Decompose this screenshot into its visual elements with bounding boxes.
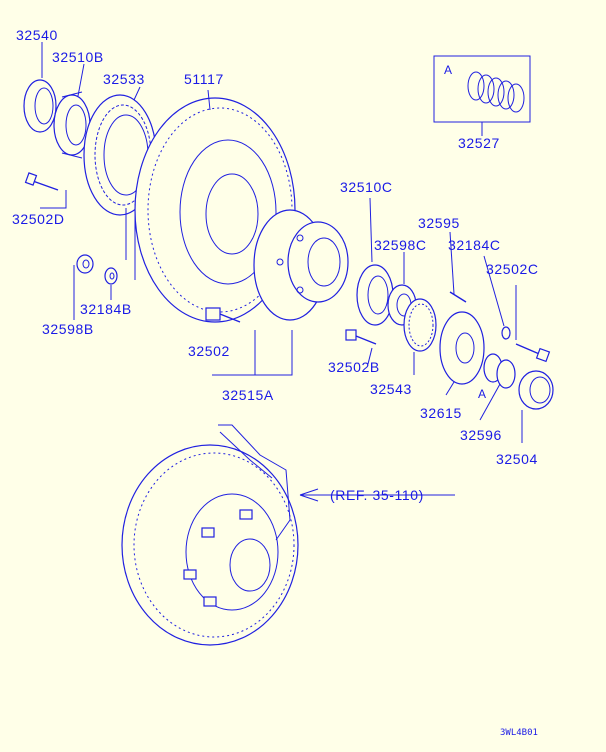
drawing-code: 3WL4B01 (500, 728, 538, 738)
label-kit-marker: A (444, 63, 453, 77)
bolt-32502c[interactable] (515, 343, 551, 363)
snap-ring-32596[interactable] (483, 353, 516, 389)
reference-label: (REF. 35-110) (330, 487, 424, 503)
label-32515a: 32515A (222, 387, 274, 403)
label-32502b: 32502B (328, 359, 380, 375)
label-32510c: 32510C (340, 179, 393, 195)
washer-32184b[interactable] (104, 267, 118, 285)
hub-bolt-32502[interactable] (205, 307, 241, 323)
label-32184b: 32184B (80, 301, 132, 317)
label-32533: 32533 (103, 71, 145, 87)
label-kit-marker-2: A (478, 387, 487, 401)
label-32527: 32527 (458, 135, 500, 151)
bolt-32502b[interactable] (345, 329, 377, 345)
label-32598c: 32598C (374, 237, 427, 253)
nut-32598b[interactable] (76, 254, 94, 274)
label-32598b: 32598B (42, 321, 94, 337)
label-32540: 32540 (16, 27, 58, 43)
assembled-view[interactable] (121, 424, 455, 646)
label-32502c: 32502C (486, 261, 539, 277)
label-32502d: 32502D (12, 211, 65, 227)
washer-32184c[interactable] (501, 326, 511, 340)
bearing-32510c[interactable] (356, 264, 394, 326)
label-32596: 32596 (460, 427, 502, 443)
label-32543: 32543 (370, 381, 412, 397)
label-32184c: 32184C (448, 237, 501, 253)
label-32615: 32615 (420, 405, 462, 421)
leader-lines (40, 42, 523, 443)
stud-32502d[interactable] (24, 172, 59, 191)
seal-32540[interactable] (23, 79, 57, 133)
label-32502: 32502 (188, 343, 230, 359)
label-32504: 32504 (496, 451, 538, 467)
label-32510b: 32510B (52, 49, 104, 65)
flange-32615[interactable] (439, 311, 485, 385)
bearing-32510b[interactable] (53, 91, 91, 159)
label-51117: 51117 (184, 71, 224, 87)
hub-cap-32504[interactable] (518, 370, 554, 410)
lock-washer-32543[interactable] (403, 298, 437, 352)
bolt-32595[interactable] (449, 291, 467, 303)
label-32595: 32595 (418, 215, 460, 231)
hub-32515a[interactable] (253, 209, 349, 321)
